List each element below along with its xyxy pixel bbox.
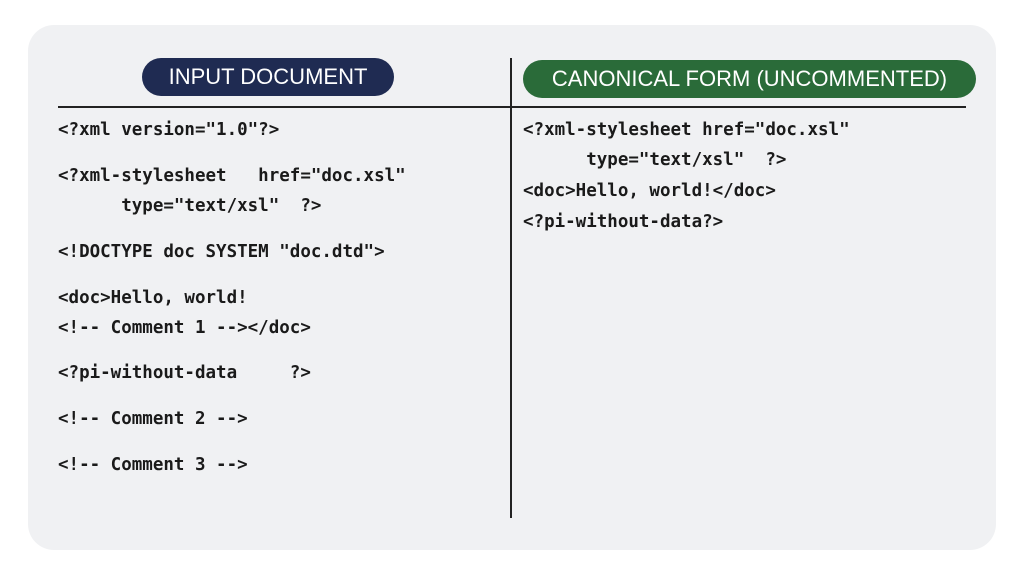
code-line-comment-1: <!-- Comment 1 --></doc> [58, 318, 311, 338]
comparison-card [28, 25, 996, 550]
canonical-form-header: CANONICAL FORM (UNCOMMENTED) [523, 60, 976, 98]
column-divider [510, 58, 512, 518]
code-line-doc-open: <doc>Hello, world! [58, 288, 248, 308]
canonical-line-stylesheet: <?xml-stylesheet href="doc.xsl" [523, 120, 850, 140]
code-line-comment-2: <!-- Comment 2 --> [58, 409, 248, 429]
code-line-doctype: <!DOCTYPE doc SYSTEM "doc.dtd"> [58, 242, 385, 262]
input-document-header: INPUT DOCUMENT [142, 58, 394, 96]
code-line-stylesheet: <?xml-stylesheet href="doc.xsl" [58, 166, 406, 186]
code-line-comment-3: <!-- Comment 3 --> [58, 455, 248, 475]
canonical-line-stylesheet-type: type="text/xsl" ?> [523, 150, 787, 170]
code-line-stylesheet-type: type="text/xsl" ?> [58, 196, 322, 216]
canonical-line-doc: <doc>Hello, world!</doc> [523, 181, 776, 201]
code-line-pi: <?pi-without-data ?> [58, 363, 311, 383]
code-line-xml-declaration: <?xml version="1.0"?> [58, 120, 280, 140]
header-divider [58, 106, 966, 108]
canonical-line-pi: <?pi-without-data?> [523, 212, 724, 232]
